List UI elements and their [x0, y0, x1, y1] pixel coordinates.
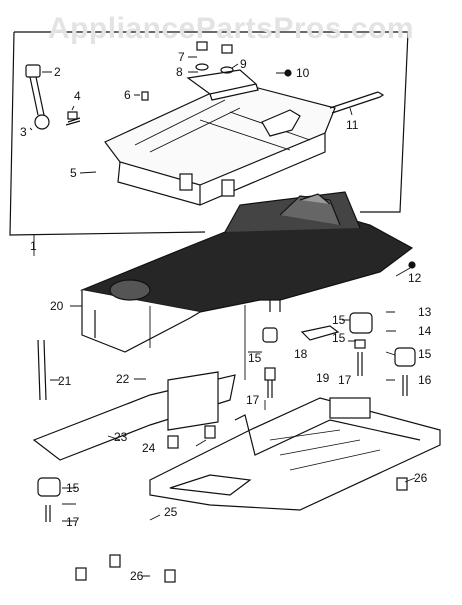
cushion-stack-left — [37, 477, 61, 522]
callout-20: 20 — [50, 299, 64, 313]
callout-7: 7 — [178, 50, 185, 64]
callout-3: 3 — [20, 125, 27, 139]
callout-16: 16 — [418, 373, 432, 387]
callout-9: 9 — [240, 57, 247, 71]
screw-6 — [141, 91, 149, 101]
watermark: AppliancePartsPros.com — [47, 12, 415, 45]
callout-15-b: 15 — [418, 347, 432, 361]
callout-22: 22 — [116, 372, 130, 386]
callout-8: 8 — [176, 65, 183, 79]
bracket-18 — [300, 325, 340, 341]
motor-housing — [79, 191, 414, 353]
callout-11: 11 — [346, 118, 359, 132]
cushion-stack-right — [349, 312, 416, 396]
callout-17-a: 17 — [246, 393, 260, 407]
callout-23: 23 — [114, 430, 128, 444]
cushion-stack-center — [262, 327, 278, 398]
callout-4: 4 — [74, 89, 81, 103]
callout-5: 5 — [70, 166, 77, 180]
screw-7 — [195, 41, 234, 74]
bolts-24 — [167, 425, 216, 449]
screw-4 — [67, 111, 78, 120]
callout-6: 6 — [124, 88, 131, 102]
lever-2 — [25, 64, 50, 130]
callout-26-b: 26 — [130, 569, 144, 583]
callout-19: 19 — [316, 371, 330, 385]
callout-18: 18 — [294, 347, 308, 361]
base-tray-25 — [149, 397, 441, 511]
callout-15-d: 15 — [66, 481, 80, 495]
callout-17-b: 17 — [338, 373, 352, 387]
callout-25: 25 — [164, 505, 178, 519]
callout-1: 1 — [30, 239, 37, 253]
screw-12 — [408, 261, 416, 269]
callout-26-a: 26 — [414, 471, 428, 485]
callout-21: 21 — [58, 374, 72, 388]
callout-24: 24 — [142, 441, 156, 455]
callout-labels: 1 2 3 4 5 6 7 8 9 10 11 12 13 14 15 15 1… — [20, 50, 432, 583]
callout-10: 10 — [296, 66, 310, 80]
callout-14: 14 — [418, 324, 432, 338]
base-plate — [104, 81, 336, 206]
callout-2: 2 — [54, 65, 61, 79]
callout-15-a: 15 — [332, 313, 346, 327]
crossbar-23 — [32, 371, 236, 461]
leader-lines — [29, 56, 416, 577]
callout-15-c: 15 — [248, 351, 262, 365]
screws-26 — [75, 477, 408, 583]
bolt-21 — [37, 339, 47, 401]
callout-17-c: 17 — [66, 515, 80, 529]
inset-frame — [9, 31, 409, 236]
callout-15-e: 15 — [332, 331, 346, 345]
screw-10 — [284, 69, 292, 77]
callout-12: 12 — [408, 271, 422, 285]
shaft-11 — [329, 91, 385, 114]
bolt-3 — [65, 117, 81, 126]
callout-13: 13 — [418, 305, 432, 319]
